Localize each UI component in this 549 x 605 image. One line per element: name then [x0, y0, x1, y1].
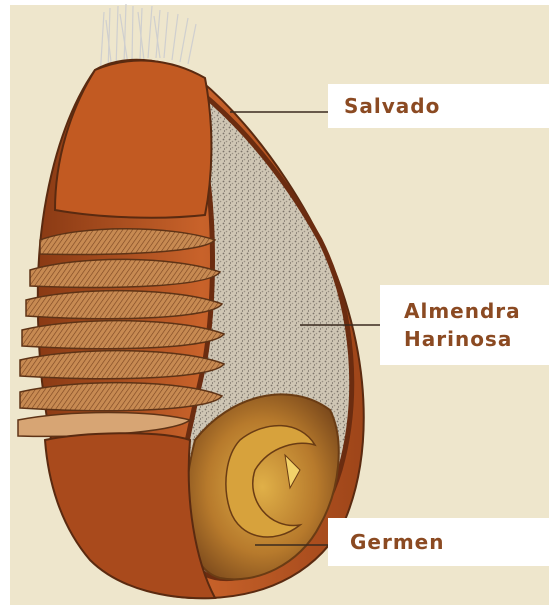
label-salvado: Salvado — [328, 84, 549, 128]
label-germen-text: Germen — [350, 530, 445, 554]
label-almendra-line1: Almendra — [404, 297, 521, 325]
label-almendra-harinosa: Almendra Harinosa — [380, 285, 549, 365]
label-almendra-line2: Harinosa — [404, 325, 512, 353]
label-salvado-text: Salvado — [344, 94, 440, 118]
label-germen: Germen — [328, 518, 549, 566]
